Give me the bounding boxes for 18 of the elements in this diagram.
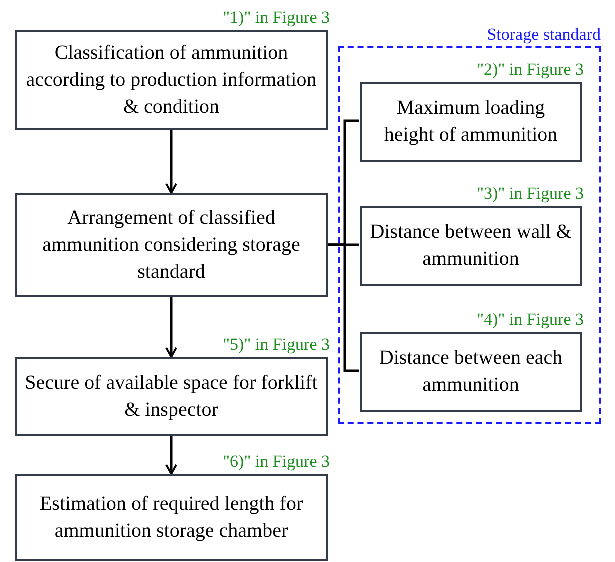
process-box: Maximum loading height of ammunition	[360, 82, 582, 162]
figure-reference: "1)" in Figure 3	[223, 8, 330, 27]
arrow	[166, 130, 178, 194]
connector-line	[328, 244, 359, 372]
process-box: Secure of available space for forklift & inspector	[15, 357, 328, 436]
group-heading: Storage standard	[487, 24, 601, 46]
figure-reference: "2)" in Figure 3	[477, 60, 584, 79]
arrow	[166, 297, 178, 358]
process-box: Classification of ammunition according to production information & condition	[15, 30, 328, 130]
figure-reference: "3)" in Figure 3	[477, 184, 584, 203]
figure-reference: "6)" in Figure 3	[223, 452, 330, 471]
process-box: Distance between wall & ammunition	[360, 206, 582, 286]
figure-reference: "4)" in Figure 3	[477, 310, 584, 329]
arrow	[166, 436, 178, 475]
process-box: Arrangement of classified ammunition considering storage standard	[15, 193, 328, 297]
process-box: Estimation of required length for ammunition storage chamber	[15, 474, 328, 561]
figure-reference: "5)" in Figure 3	[223, 335, 330, 354]
process-box: Distance between each ammunition	[360, 332, 582, 412]
